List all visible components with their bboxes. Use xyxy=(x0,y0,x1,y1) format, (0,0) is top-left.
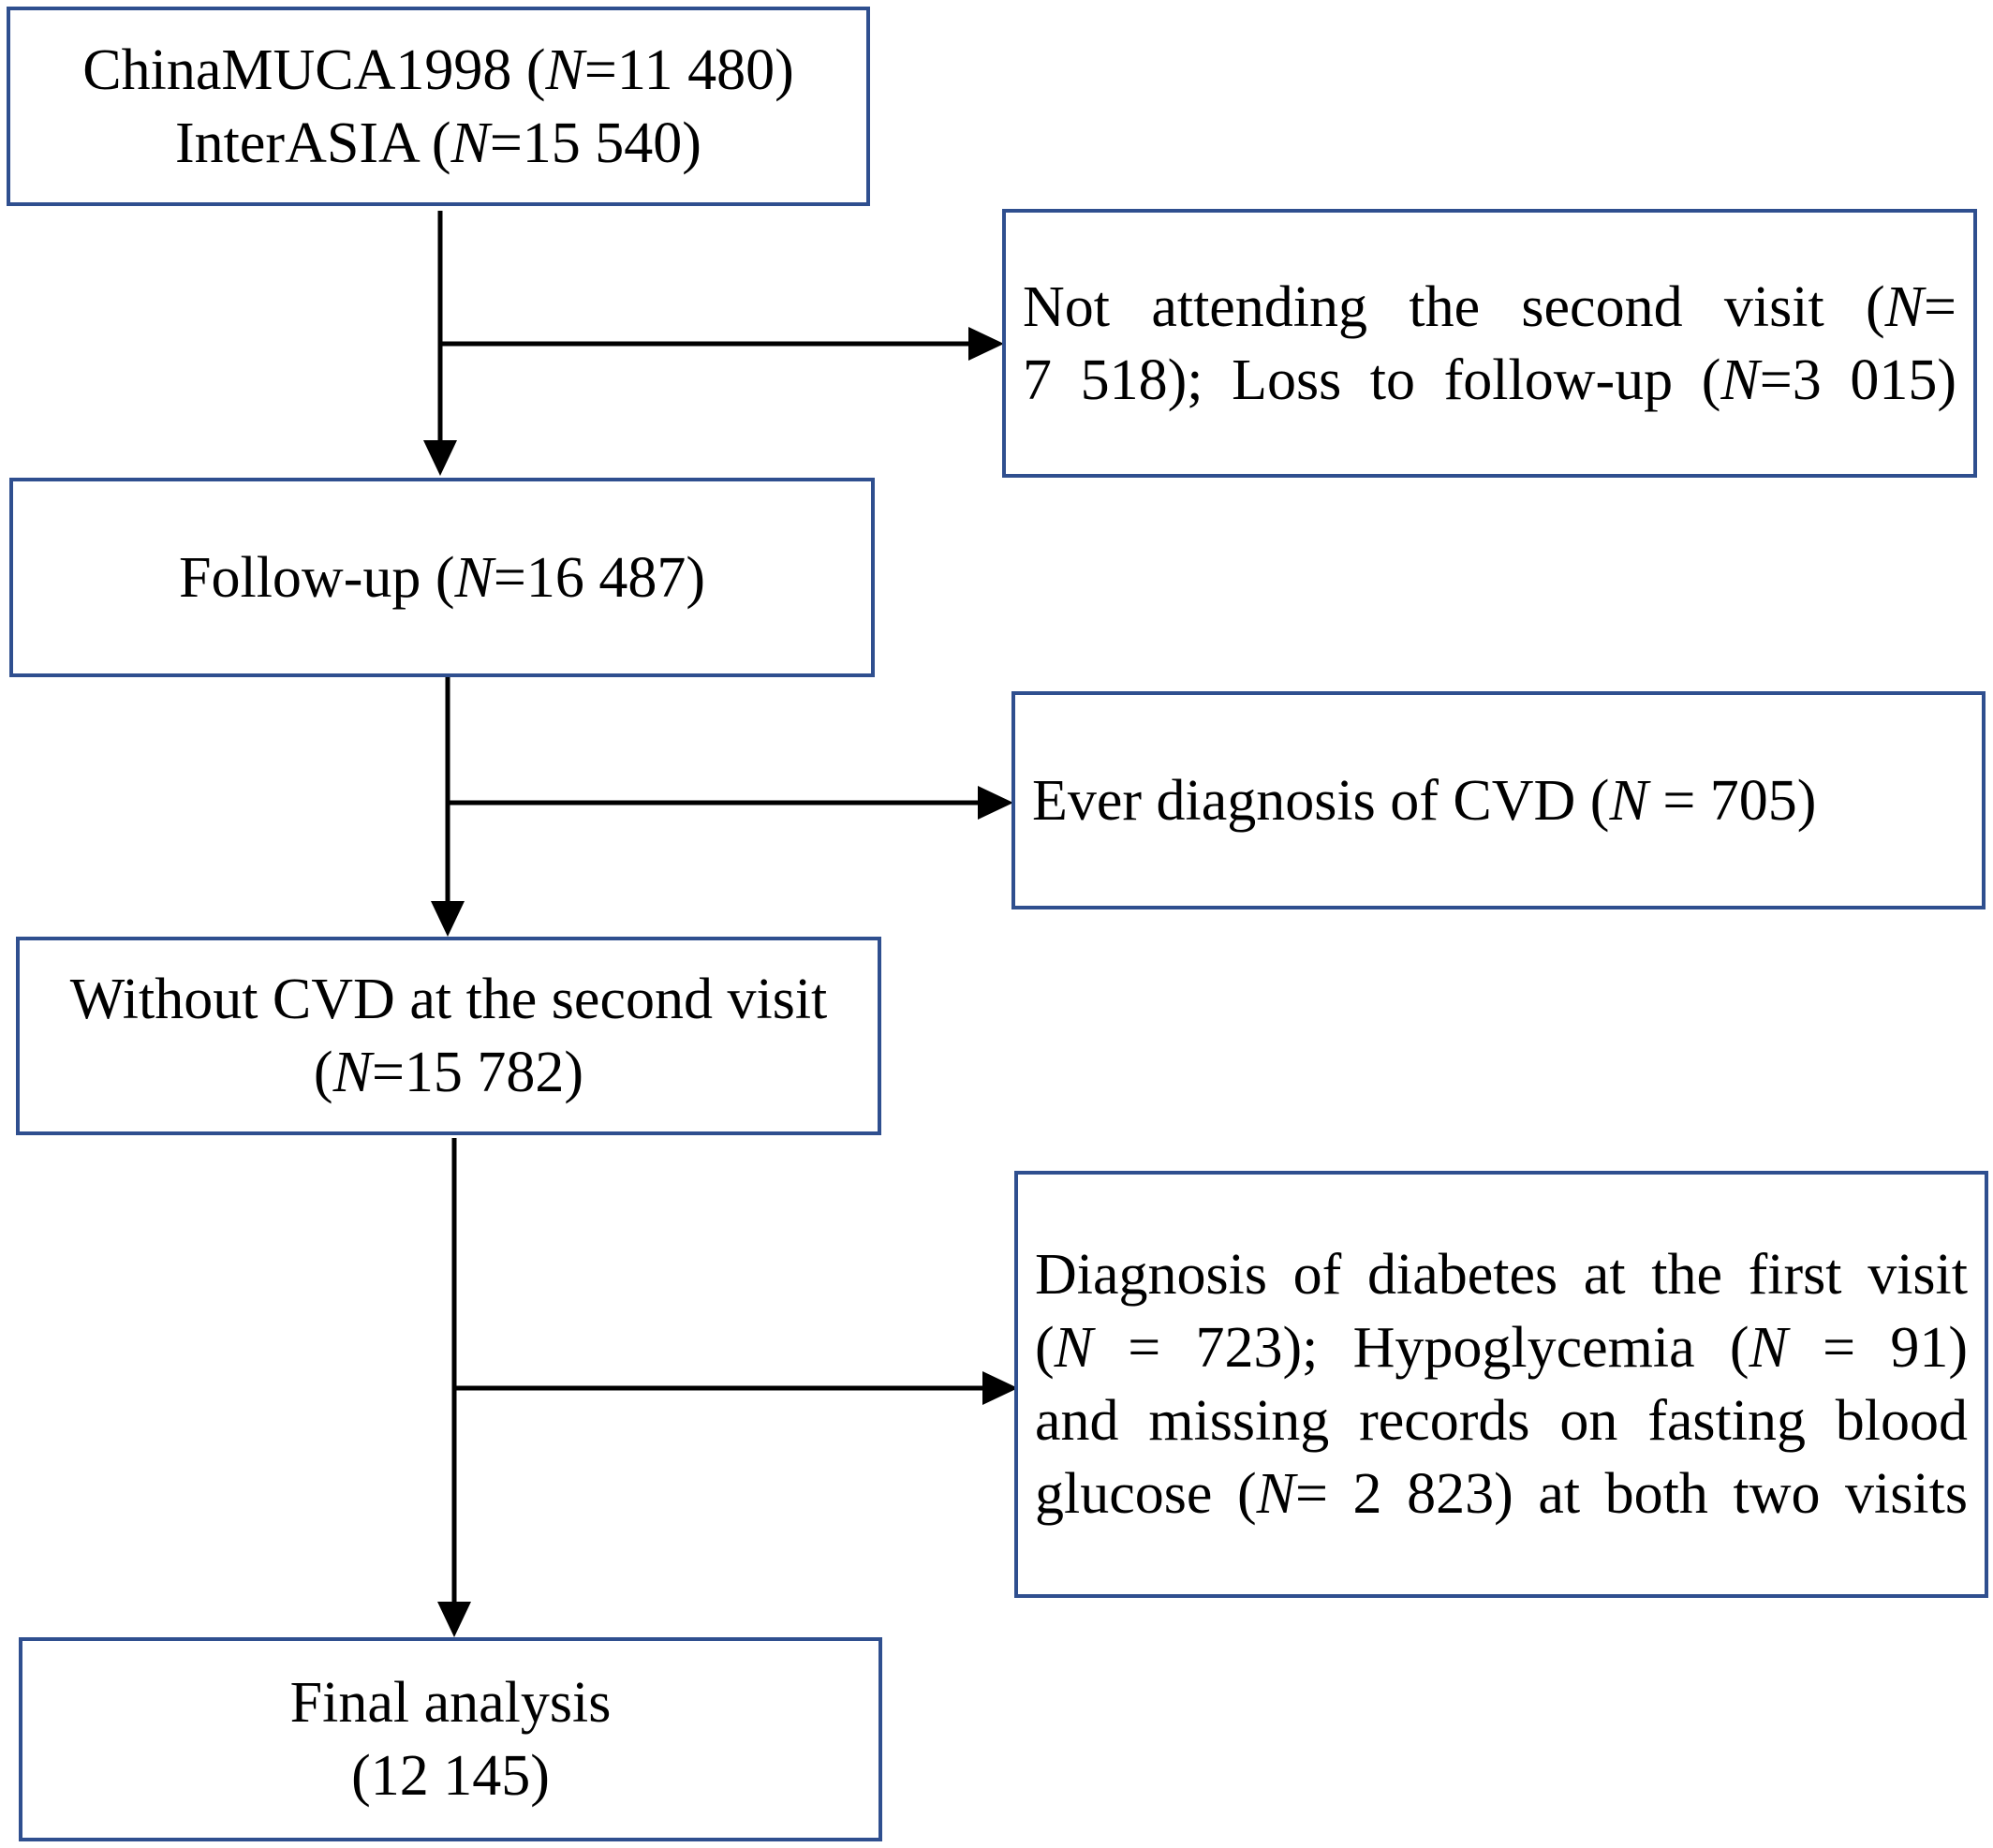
exclusion-diabetes-line2: (N = 723); Hypoglycemia (N = 91) xyxy=(1035,1316,1968,1380)
final-analysis-count: (12 145) xyxy=(351,1744,550,1808)
branch-arrow-3-head xyxy=(982,1371,1018,1405)
exclusion-diabetes-line4: glucose (N= 2 823) at both two visits xyxy=(1035,1462,1968,1526)
final-analysis-box: Final analysis (12 145) xyxy=(19,1637,882,1841)
branch-arrow-1-head xyxy=(968,327,1004,361)
exclusion-not-attending-box: Not attending the second visit (N= 7 518… xyxy=(1002,209,1977,478)
final-analysis-label: Final analysis xyxy=(289,1671,612,1735)
exclusion-diabetes-line3: and missing records on fasting blood xyxy=(1035,1389,1968,1453)
without-cvd-label: Without CVD at the second visit xyxy=(69,968,828,1031)
exclusion-cvd-box: Ever diagnosis of CVD (N = 705) xyxy=(1011,691,1986,909)
without-cvd-box: Without CVD at the second visit (N=15 78… xyxy=(16,937,881,1135)
followup-box: Follow-up (N=16 487) xyxy=(9,478,875,677)
interasia-count: InterASIA (N=15 540) xyxy=(175,111,701,175)
source-cohorts-box: ChinaMUCA1998 (N=11 480) InterASIA (N=15… xyxy=(7,7,870,206)
exclusion-not-attending-line2: 7 518); Loss to follow-up (N=3 015) xyxy=(1023,347,1956,412)
branch-arrow-2-head xyxy=(978,786,1013,820)
main-arrow-3-head xyxy=(437,1602,471,1637)
exclusion-diabetes-box: Diagnosis of diabetes at the first visit… xyxy=(1014,1171,1988,1598)
exclusion-cvd-count: Ever diagnosis of CVD (N = 705) xyxy=(1032,768,1817,833)
without-cvd-count: (N=15 782) xyxy=(313,1041,584,1104)
main-arrow-2-head xyxy=(431,901,465,937)
followup-count: Follow-up (N=16 487) xyxy=(179,545,705,610)
exclusion-not-attending-line1: Not attending the second visit (N= xyxy=(1023,274,1956,339)
main-arrow-1-head xyxy=(423,440,457,476)
chinamuca-count: ChinaMUCA1998 (N=11 480) xyxy=(82,37,794,102)
exclusion-diabetes-line1: Diagnosis of diabetes at the first visit xyxy=(1035,1243,1968,1307)
